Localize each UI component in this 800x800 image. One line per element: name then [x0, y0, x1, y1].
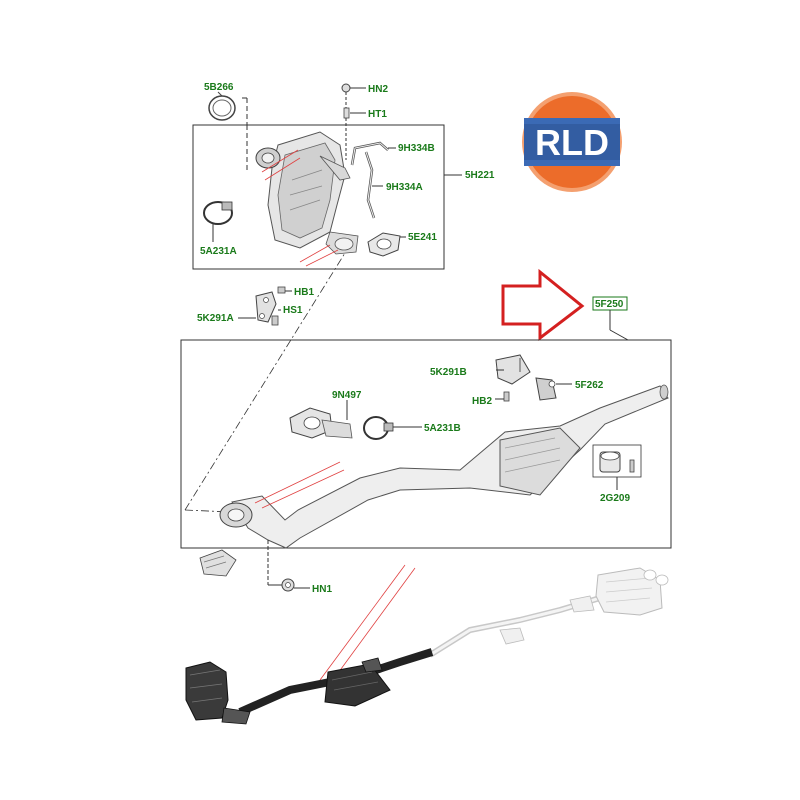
logo-text: RLD — [535, 122, 609, 163]
sensor-pipe-9h334b — [350, 141, 389, 166]
sensor-pipe-9h334a — [364, 151, 376, 219]
vehicle-exhaust-overview — [185, 567, 669, 725]
label-5k291b: 5K291B — [430, 367, 467, 378]
bolt-hs1 — [271, 315, 279, 326]
exhaust-pipe-assembly — [219, 384, 669, 549]
label-hn1: HN1 — [312, 584, 332, 595]
sensor-fitting — [199, 549, 237, 577]
label-hs1: HS1 — [283, 305, 303, 316]
label-hb1: HB1 — [294, 287, 314, 298]
label-5a231b: 5A231B — [424, 423, 461, 434]
bracket-5k291a — [255, 291, 277, 323]
rld-logo: RLD — [522, 92, 622, 192]
label-5b266: 5B266 — [204, 82, 234, 93]
label-5a231a: 5A231A — [200, 246, 237, 257]
gasket-5b266 — [208, 91, 236, 121]
bracket-5k291b — [495, 354, 531, 385]
label-5f250: 5F250 — [595, 299, 624, 310]
label-hn2: HN2 — [368, 84, 388, 95]
label-ht1: HT1 — [368, 109, 387, 120]
label-5e241: 5E241 — [408, 232, 437, 243]
bolt-hb1 — [277, 286, 286, 294]
label-9h334b: 9H334B — [398, 143, 435, 154]
isolator-2g209 — [599, 451, 635, 473]
label-5k291a: 5K291A — [197, 313, 234, 324]
mount-5f262 — [535, 377, 557, 401]
catalytic-converter-5h221 — [255, 131, 359, 255]
label-9h334a: 9H334A — [386, 182, 423, 193]
label-5h221: 5H221 — [465, 170, 495, 181]
gasket-5e241 — [367, 232, 401, 257]
bolt-hb2 — [503, 391, 510, 402]
clamp-5a231b — [363, 416, 394, 440]
nut-hn2 — [341, 83, 351, 93]
red-outline-arrow-icon — [501, 268, 585, 342]
stud-ht1 — [343, 107, 350, 119]
top-group-frame — [192, 124, 445, 270]
label-9n497: 9N497 — [332, 390, 362, 401]
main-group-frame — [180, 339, 672, 549]
label-2g209: 2G209 — [600, 493, 630, 504]
label-hb2: HB2 — [472, 396, 492, 407]
nut-hn1 — [281, 578, 295, 592]
gasket-9n497 — [289, 407, 353, 439]
clamp-5a231a — [203, 201, 233, 225]
label-5f262: 5F262 — [575, 380, 604, 391]
